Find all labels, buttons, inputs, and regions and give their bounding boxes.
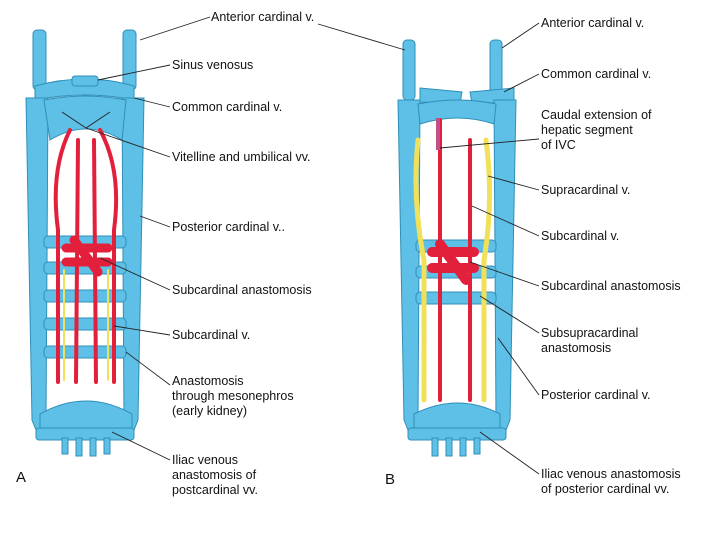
yellow-thin-lines-a (63, 269, 109, 381)
leader-subcardinal-anastomosis-a (99, 257, 171, 291)
leader-caudal-extension (439, 138, 540, 149)
leader-vitelline (61, 111, 171, 158)
label-caudal-extension: Caudal extension of hepatic segment of I… (541, 108, 655, 152)
label-common-cardinal-b: Common cardinal v. (541, 67, 651, 81)
label-anterior-cardinal-a: Anterior cardinal v. (211, 10, 314, 24)
iliac-branch-b1 (431, 437, 439, 457)
panel-a-drawing (25, 29, 145, 457)
iliac-branch-3 (89, 437, 97, 457)
leader-anterior-cardinal-a (139, 16, 211, 41)
panel-letter-b: B (385, 471, 395, 488)
iliac-branch-b4 (473, 437, 481, 455)
label-sinus-venosus: Sinus venosus (172, 58, 253, 72)
label-subsupracardinal: Subsupracardinal anastomosis (541, 326, 642, 355)
leader-subcardinal-b (471, 205, 540, 237)
common-cardinal-plate (43, 95, 127, 141)
leader-supracardinal (487, 175, 540, 191)
label-iliac-a: Iliac venous anastomosis of postcardinal… (172, 453, 260, 497)
leader-subsupracardinal (479, 295, 540, 334)
supracardinal-vein-right (481, 137, 493, 403)
anterior-cardinal-vein-left (32, 29, 47, 91)
label-subcardinal-a: Subcardinal v. (172, 328, 250, 342)
iliac-branch-b3 (459, 437, 467, 457)
label-anterior-cardinal-b: Anterior cardinal v. (541, 16, 644, 30)
iliac-anastomosis (39, 400, 133, 433)
subcardinal-vein-right (98, 128, 119, 384)
panel-a-labels: Anterior cardinal v. Sinus venosus Commo… (16, 10, 314, 497)
leader-sinus-venosus (97, 64, 171, 81)
anastomosis-b-3 (415, 291, 497, 305)
leader-iliac-a (111, 431, 171, 461)
subcardinal-anastomosis-a (61, 235, 113, 277)
label-posterior-cardinal-a: Posterior cardinal v.. (172, 220, 285, 234)
iliac-base-b (407, 427, 507, 441)
panel-b-labels: Anterior cardinal v. Common cardinal v. … (317, 16, 684, 496)
leader-posterior-cardinal-b (497, 337, 540, 396)
supracardinal-vein-left (413, 137, 427, 403)
label-posterior-cardinal-b: Posterior cardinal v. (541, 388, 651, 402)
anterior-cardinal-vein-right (122, 29, 137, 91)
panel-b-drawing (397, 39, 517, 457)
label-mesonephros: Anastomosis through mesonephros (early k… (172, 374, 297, 418)
label-supracardinal: Supracardinal v. (541, 183, 630, 197)
leader-subcardinal-a (113, 325, 171, 336)
leader-iliac-b (479, 431, 540, 475)
anterior-cardinal-vein-left-b (402, 39, 416, 101)
label-subcardinal-b: Subcardinal v. (541, 229, 619, 243)
label-common-cardinal-a: Common cardinal v. (172, 100, 282, 114)
label-subcardinal-anastomosis-b: Subcardinal anastomosis (541, 279, 681, 293)
label-iliac-b: Iliac venous anastomosis of posterior ca… (541, 467, 684, 496)
iliac-base (35, 427, 135, 441)
iliac-branch-2 (75, 437, 83, 457)
subcardinal-vein-left (53, 128, 72, 384)
label-subcardinal-anastomosis-a: Subcardinal anastomosis (172, 283, 312, 297)
subcardinal-anastomosis-b (427, 239, 479, 285)
iliac-branch-4 (103, 437, 111, 455)
leader-mesonephros (125, 351, 171, 386)
label-vitelline: Vitelline and umbilical vv. (172, 150, 311, 164)
panel-letter-a: A (16, 469, 26, 486)
leader-subcardinal-anastomosis-b (469, 261, 540, 287)
leader-anterior-cardinal-b (317, 22, 540, 51)
sinus-venosus-cap (71, 75, 99, 87)
common-cardinal-plate-b (417, 99, 497, 125)
leader-common-cardinal-b (503, 73, 540, 93)
leader-common-cardinal-a (133, 97, 171, 108)
iliac-branch-1 (61, 437, 69, 455)
leader-posterior-cardinal-a (139, 215, 171, 228)
iliac-branch-b2 (445, 437, 453, 457)
